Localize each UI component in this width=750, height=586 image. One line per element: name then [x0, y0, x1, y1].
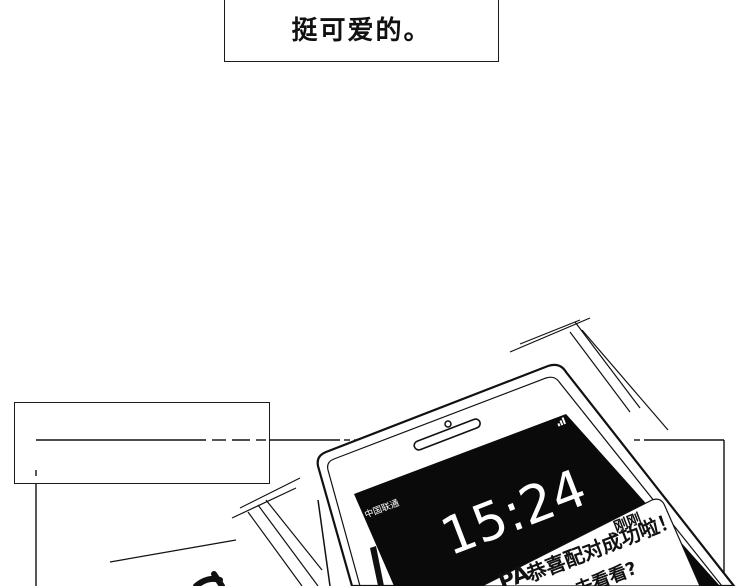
caption-text: 挺可爱的。 [291, 16, 432, 46]
motion-lines-left [109, 477, 323, 586]
speaker-slot [413, 418, 481, 451]
partial-figure [193, 571, 225, 586]
motion-lines-top [509, 317, 669, 431]
camera-icon [444, 420, 452, 428]
speech-box [14, 402, 270, 484]
signal-icon [557, 417, 566, 427]
caption-box: 挺可爱的。 [224, 0, 499, 62]
battery-icon [572, 410, 584, 419]
